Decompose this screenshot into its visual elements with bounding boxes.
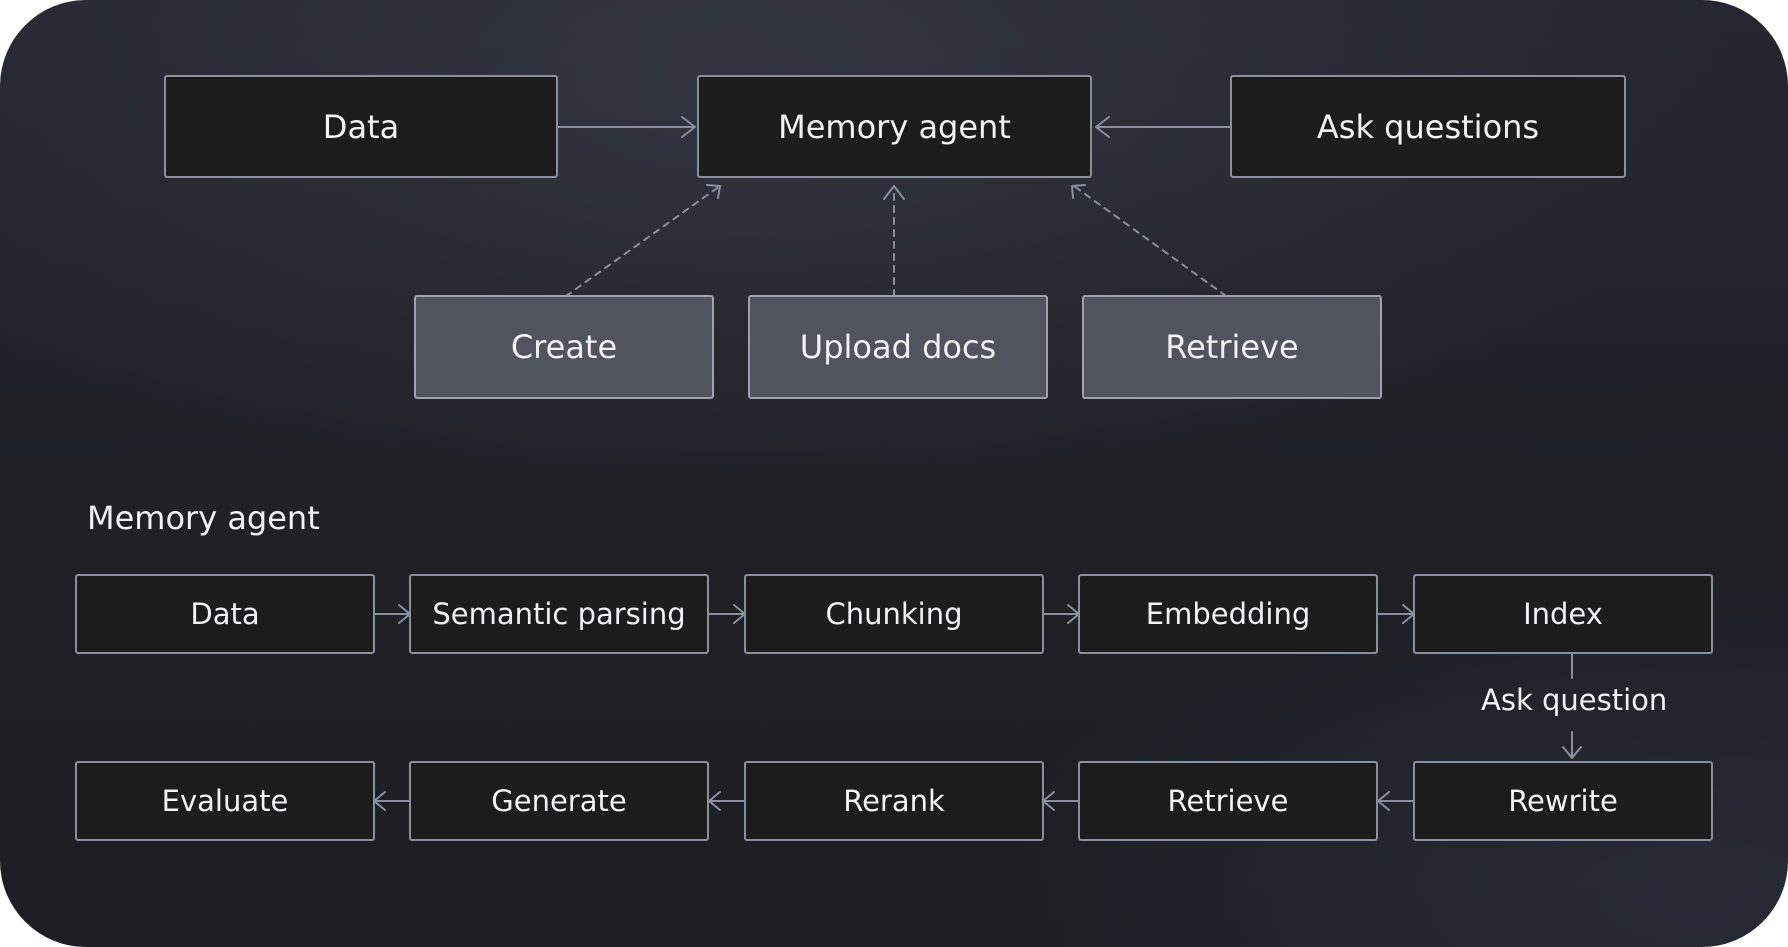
arrow-data-to-memory-agent [557,116,696,138]
pipeline-node-evaluate: Evaluate [75,761,375,841]
arrow-row1-2 [708,604,746,624]
pipeline-node-retrieve: Retrieve [1078,761,1378,841]
arrow-row2-2 [1042,791,1080,811]
node-data: Data [164,75,558,178]
pipeline-node-chunking: Chunking [744,574,1044,654]
pipeline-node-rerank: Rerank [744,761,1044,841]
node-retrieve-top: Retrieve [1082,295,1382,399]
node-upload-docs: Upload docs [748,295,1048,399]
arrow-ask-questions-to-memory-agent [1095,116,1232,138]
arrow-row2-1 [1377,791,1415,811]
pipeline-node-semantic-parsing: Semantic parsing [409,574,709,654]
pipeline-node-data: Data [75,574,375,654]
pipeline-node-rewrite: Rewrite [1413,761,1713,841]
node-create: Create [414,295,714,399]
node-memory-agent: Memory agent [697,75,1092,178]
pipeline-node-embedding: Embedding [1078,574,1378,654]
pipeline-node-generate: Generate [409,761,709,841]
arrow-row1-3 [1042,604,1080,624]
ask-question-label: Ask question [1481,683,1668,717]
arrow-retrieve-to-memory-agent [1073,185,1227,297]
pipeline-node-index: Index [1413,574,1713,654]
node-ask-questions: Ask questions [1230,75,1626,178]
arrow-row1-1 [373,604,411,624]
arrow-row2-4 [373,791,411,811]
arrow-row2-3 [708,791,746,811]
arrow-row1-4 [1377,604,1415,624]
pipeline-title: Memory agent [87,499,320,537]
arrow-create-to-memory-agent [565,185,721,297]
